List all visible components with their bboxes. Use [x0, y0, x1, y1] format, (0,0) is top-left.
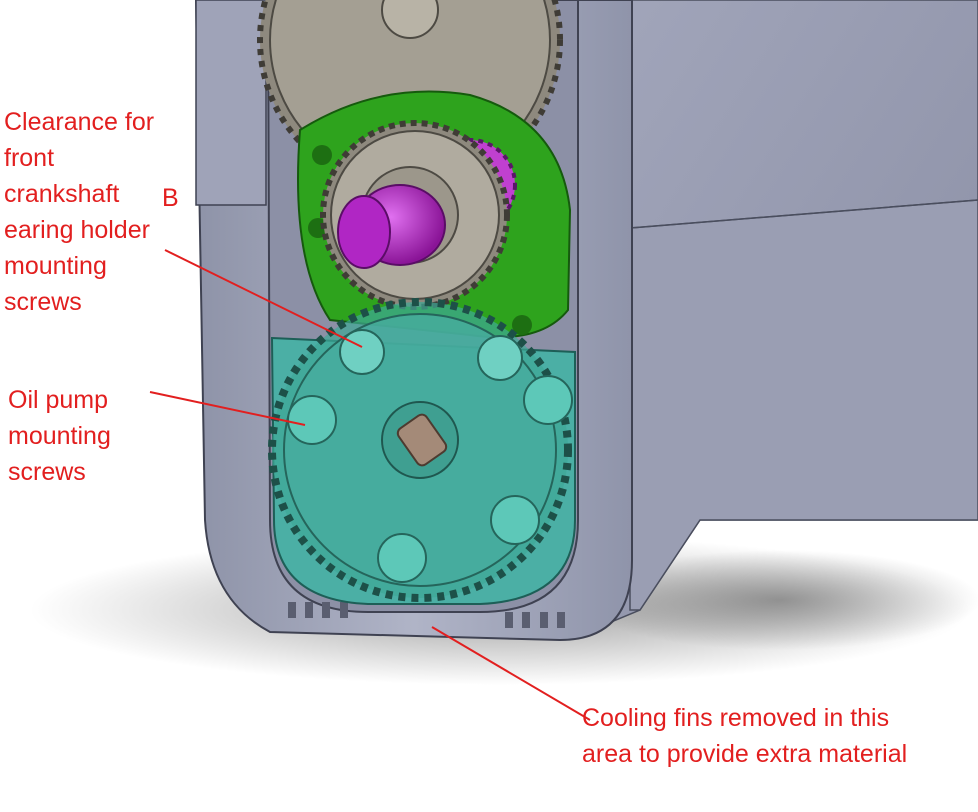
upper-gear-hub	[381, 0, 439, 39]
leader-clearance	[164, 249, 363, 348]
bearing-holder-screw-2	[477, 335, 523, 381]
housing-side-lower	[629, 199, 978, 611]
leader-oil-pump	[149, 391, 306, 426]
label-b-letter: B	[162, 184, 179, 212]
ground-shadow-right	[580, 550, 978, 650]
cooling-fins-right	[505, 612, 565, 628]
oil-pump-screw-1	[287, 395, 337, 445]
oil-pump-screw-3	[490, 495, 540, 545]
leader-cooling-fins	[431, 626, 591, 721]
label-oil-pump-screws: Oil pump mounting screws	[8, 386, 111, 486]
green-plate-hole-3	[512, 315, 532, 335]
housing-left-rim	[195, 0, 267, 206]
bearing-holder-screw-1	[339, 329, 385, 375]
purple-crankshaft-face	[337, 195, 391, 269]
oil-pump-screw-2	[523, 375, 573, 425]
label-cooling-fins-removed: Cooling fins removed in this area to pro…	[582, 704, 908, 768]
cooling-fins-left	[288, 602, 348, 618]
housing-edge	[629, 199, 978, 229]
annotation-leaders	[149, 249, 591, 721]
label-clearance-bearing-holder-screws: Clearance for front crankshaft earing ho…	[4, 108, 155, 316]
oil-pump-shaft-slot	[396, 413, 448, 467]
green-plate-hole-1	[312, 145, 332, 165]
oil-pump-screw-4	[377, 533, 427, 583]
